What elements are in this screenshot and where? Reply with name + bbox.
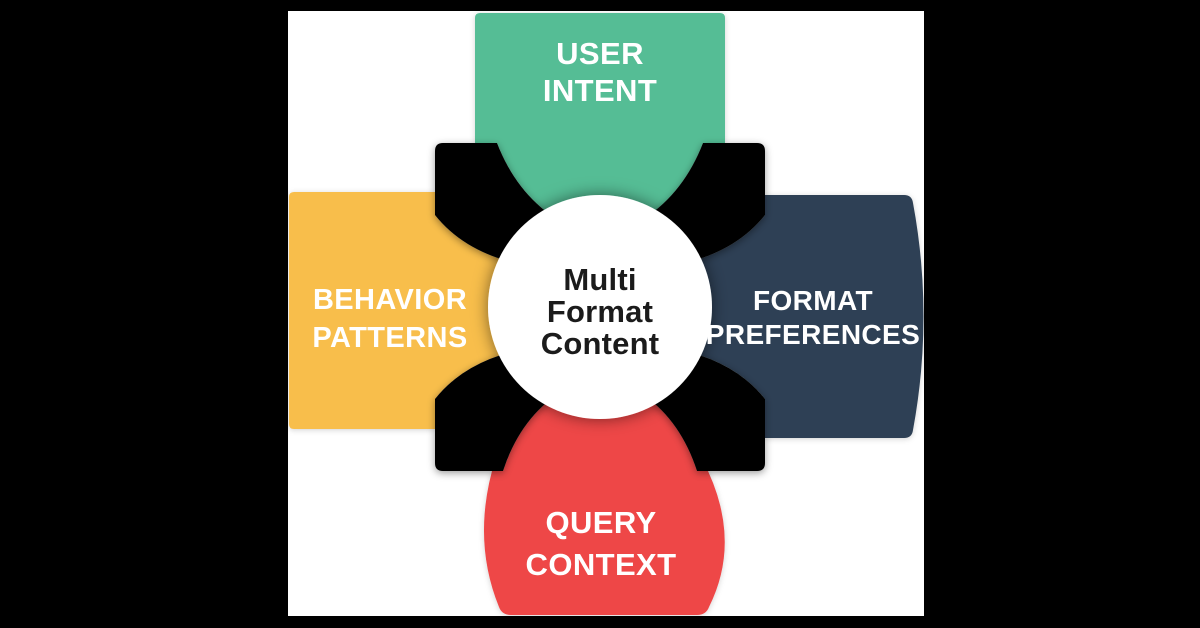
label-format-preferences: FORMAT PREFERENCES xyxy=(703,284,923,352)
label-user-intent: USER INTENT xyxy=(475,35,725,109)
label-user-intent-line2: INTENT xyxy=(542,73,658,108)
label-query-context: QUERY CONTEXT xyxy=(481,502,721,586)
label-format-preferences-line1: FORMAT xyxy=(752,285,874,316)
label-behavior-patterns-line1: BEHAVIOR xyxy=(312,284,468,316)
label-user-intent-line1: USER xyxy=(556,36,644,71)
center-circle xyxy=(488,195,712,419)
label-query-context-line2: CONTEXT xyxy=(525,547,677,582)
label-behavior-patterns: BEHAVIOR PATTERNS xyxy=(280,281,500,357)
petal-top-user-intent xyxy=(475,13,725,218)
center-title-line1: Multi xyxy=(563,262,637,297)
label-query-context-line1: QUERY xyxy=(545,505,657,540)
center-title: Multi Format Content xyxy=(500,264,700,360)
petal-right-format-preferences xyxy=(689,195,924,438)
center-title-line2: Format xyxy=(546,294,654,329)
petal-bottom-query-context xyxy=(483,396,725,615)
center-title-line3: Content xyxy=(540,326,660,361)
label-behavior-patterns-line2: PATTERNS xyxy=(312,322,468,354)
petal-left-behavior-patterns xyxy=(289,192,511,429)
label-format-preferences-line2: PREFERENCES xyxy=(705,319,921,350)
